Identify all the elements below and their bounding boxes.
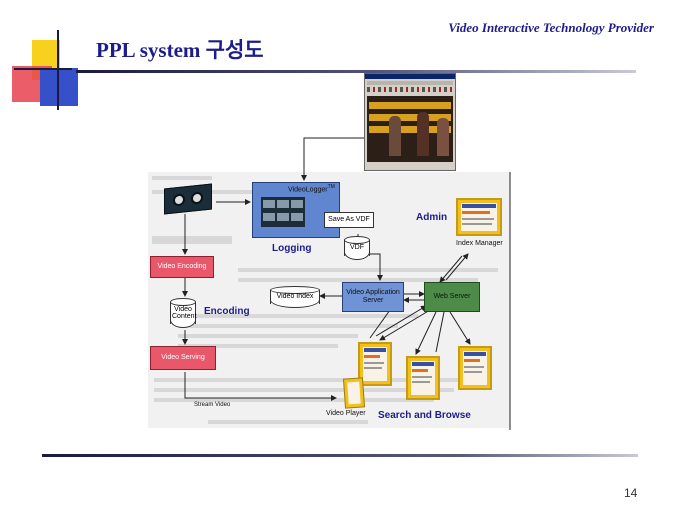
admin-heading: Admin	[416, 212, 448, 223]
search-and-browse-heading: Search and Browse	[378, 410, 471, 421]
logo-blue-block	[40, 68, 78, 106]
video-application-server-box: Video Application Server	[342, 282, 404, 312]
app-screenshot	[364, 73, 456, 171]
video-content-database-icon: Video Content	[170, 298, 197, 328]
video-index-database-icon: Video Index	[270, 286, 320, 308]
index-manager-thumbnail-icon	[456, 198, 502, 236]
web-server-box: Web Server	[424, 282, 480, 312]
title-underline	[76, 70, 636, 73]
vdf-database-icon: VDF	[344, 236, 370, 260]
videologger-label: VideoLoggerTM	[288, 184, 335, 194]
videologger-screen-icon	[261, 197, 305, 227]
web-page-thumbnail-icon	[406, 356, 440, 400]
video-player-label: Video Player	[326, 410, 366, 417]
web-page-thumbnail-icon	[358, 342, 392, 386]
videologger-box	[252, 182, 340, 238]
footer-rule	[42, 454, 638, 457]
video-serving-box: Video Serving	[150, 346, 216, 370]
logging-heading: Logging	[272, 243, 312, 254]
encoding-heading: Encoding	[204, 306, 250, 317]
logo-horizontal-line	[14, 68, 72, 70]
vcr-icon	[164, 183, 212, 215]
video-encoding-box: Video Encoding	[150, 256, 214, 278]
video-player-icon	[342, 377, 366, 409]
index-manager-label: Index Manager	[456, 240, 503, 247]
slide-title: PPL system 구성도	[96, 38, 264, 62]
stream-video-label: Stream Video	[194, 402, 231, 408]
save-as-vdf-box: Save As VDF	[324, 212, 374, 228]
logo-vertical-line	[57, 30, 59, 110]
page-number: 14	[624, 486, 638, 500]
web-page-thumbnail-icon	[458, 346, 492, 390]
company-tagline: Video Interactive Technology Provider	[448, 20, 654, 35]
